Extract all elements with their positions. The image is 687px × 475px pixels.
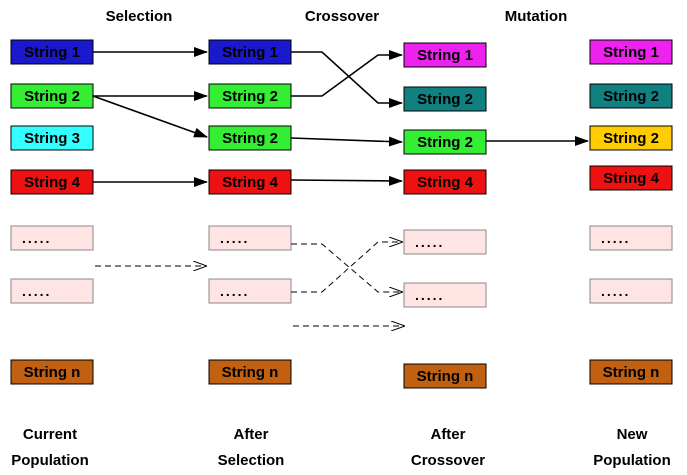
selected-string-4-label: String 4 [222,174,278,191]
crossover-arrows [290,50,404,326]
current-string-1-box [10,39,94,65]
new-string-2a-box [589,83,673,109]
column-current-population: String 1 String 2 String 3 String 4 ....… [10,39,94,385]
selected-string-2b-box [208,125,292,151]
crossed-string-4-label: String 4 [417,174,473,191]
selected-dots-box-2 [208,278,292,304]
selected-string-2a-label: String 2 [222,88,278,105]
footer-after-selection-line1: After [233,426,268,443]
crossed-dots-label-2: ..... [415,287,444,303]
selected-dots-label-2: ..... [220,283,249,299]
current-string-3-box [10,125,94,151]
current-dots-label-2: ..... [22,283,51,299]
selected-string-4-box [208,169,292,195]
new-string-n-label: String n [603,364,660,381]
crossed-string-2a-box [403,86,487,112]
arrow-cross-dashed-2 [291,242,402,293]
crossed-string-1-box [403,42,487,68]
crossed-string-2a-label: String 2 [417,91,473,108]
footer-new-population-line2: Population [593,452,671,469]
selected-string-n-box [208,359,292,385]
new-string-2b-label: String 2 [603,130,659,147]
current-string-2-box [10,83,94,109]
crossed-string-n-box [403,363,487,389]
selected-dots-box-1 [208,225,292,251]
arrow-cross-4 [290,175,403,186]
selected-string-1-box [208,39,292,65]
current-string-3-label: String 3 [24,130,80,147]
new-string-2a-label: String 2 [603,88,659,105]
selected-string-2a-box [208,83,292,109]
arrow-cross-dashed-1 [291,243,402,292]
crossed-string-1-label: String 1 [417,47,473,64]
current-dots-box-1 [10,225,94,251]
footer-after-crossover-line1: After [430,426,465,443]
new-dots-label-1: ..... [601,230,630,246]
current-string-n-box [10,359,94,385]
header-crossover: Crossover [305,8,379,25]
current-string-1-label: String 1 [24,44,80,61]
arrow-cross-1-to-2 [291,51,403,108]
new-string-n-box [589,359,673,385]
footer-after-selection-line2: Selection [218,452,285,469]
new-string-1-label: String 1 [603,44,659,61]
crossed-string-2b-label: String 2 [417,134,473,151]
crossed-string-4-box [403,169,487,195]
column-after-selection: String 1 String 2 String 2 String 4 ....… [208,39,292,385]
new-dots-box-2 [589,278,673,304]
footer-current-line1: Current [23,426,77,443]
footer-current-line2: Population [11,452,89,469]
column-after-crossover: String 1 String 2 String 2 String 4 ....… [403,42,487,389]
header-mutation: Mutation [505,8,567,25]
current-string-n-label: String n [24,364,81,381]
new-dots-box-1 [589,225,673,251]
new-string-1-box [589,39,673,65]
new-string-4-label: String 4 [603,170,659,187]
selected-string-n-label: String n [222,364,279,381]
footer-after-crossover-line2: Crossover [411,452,485,469]
crossed-string-2b-box [403,129,487,155]
arrow-select-2b [92,95,208,138]
arrow-cross-2-to-1 [291,50,403,97]
column-new-population: String 1 String 2 String 2 String 4 ....… [589,39,673,385]
crossed-dots-box-2 [403,282,487,308]
current-string-4-label: String 4 [24,174,80,191]
selected-string-1-label: String 1 [222,44,278,61]
new-dots-label-2: ..... [601,283,630,299]
footer-new-population-line1: New [617,426,648,443]
current-dots-box-2 [10,278,94,304]
selected-dots-label-1: ..... [220,230,249,246]
new-string-2b-box [589,125,673,151]
crossed-string-n-label: String n [417,368,474,385]
crossed-dots-label-1: ..... [415,234,444,250]
new-string-4-box [589,165,673,191]
arrow-cross-2b [290,136,403,147]
crossed-dots-box-1 [403,229,487,255]
current-dots-label-1: ..... [22,230,51,246]
selection-arrows [92,47,208,266]
header-selection: Selection [106,8,173,25]
selected-string-2b-label: String 2 [222,130,278,147]
current-string-2-label: String 2 [24,88,80,105]
